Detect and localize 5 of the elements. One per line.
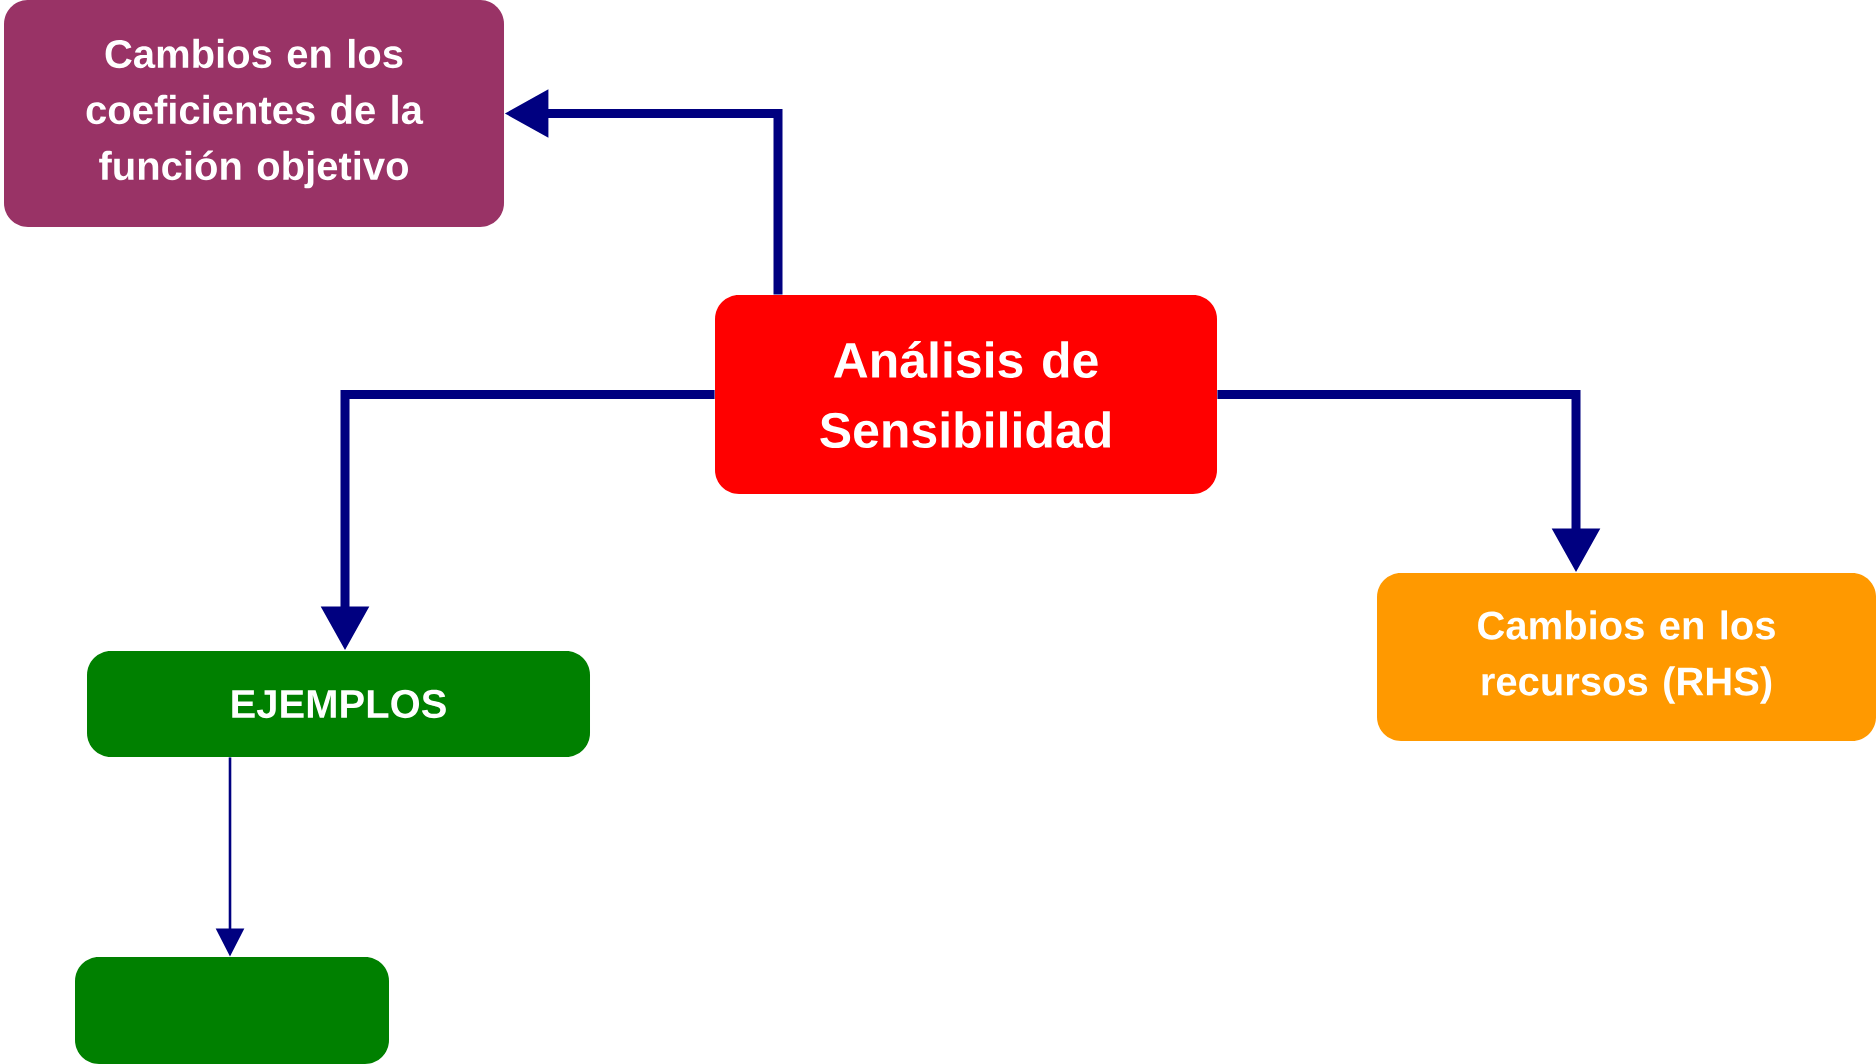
process-box: Análisis de Sensibilidad: [715, 295, 1217, 494]
process-box: Cambios en los coeficientes de la función objetivo: [4, 0, 504, 227]
process-box: EJEMPLOS: [87, 651, 590, 757]
process-box: Cambios en los recursos (RHS): [1377, 573, 1876, 741]
empty-box: [75, 957, 389, 1064]
